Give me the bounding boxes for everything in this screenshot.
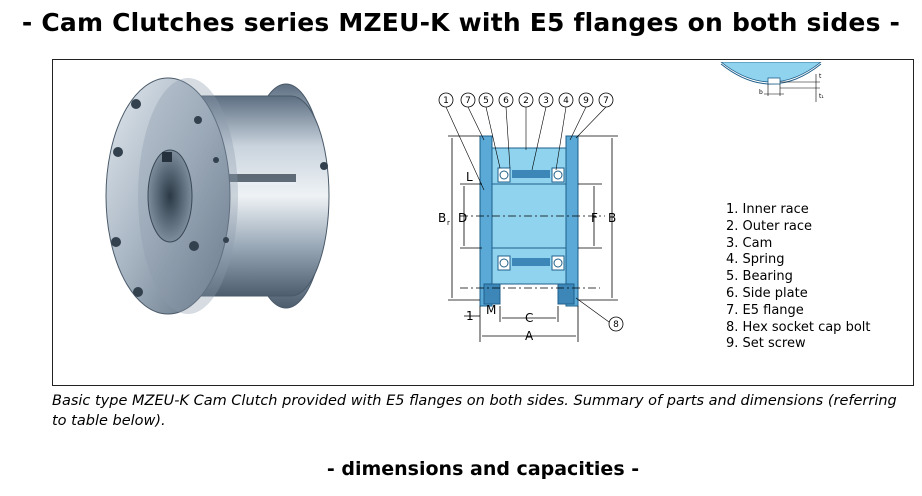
part-cam: 3. Cam (726, 235, 773, 251)
part-bearing: 5. Bearing (726, 269, 793, 285)
part-e5-flange: 7. E5 flange (726, 302, 804, 318)
callout-7a: 7 (465, 96, 471, 106)
dim-label-br-sub: r (447, 219, 450, 227)
parts-list: 1. Inner race 2. Outer race 3. Cam 4. Sp… (726, 202, 871, 353)
dim-label-b: B (608, 211, 616, 225)
dim-label-f: F (591, 211, 598, 225)
callout-6: 6 (503, 96, 509, 106)
section-drawing: 1 7 5 6 2 3 4 9 7 8 B r D L F B M C A 1 (438, 92, 624, 343)
dim-label-c: C (525, 311, 533, 325)
callout-5: 5 (483, 96, 489, 106)
dim-label-one: 1 (466, 309, 474, 323)
dim-label-d: D (458, 211, 467, 225)
dim-label-m: M (486, 303, 496, 317)
dim-label-a: A (525, 329, 534, 343)
detail-label-b: b (759, 89, 763, 96)
part-set-screw: 9. Set screw (726, 336, 806, 352)
part-inner-race: 1. Inner race (726, 202, 809, 217)
part-outer-race: 2. Outer race (726, 218, 813, 234)
callout-9: 9 (583, 96, 589, 106)
detail-label-t1: t₁ (819, 93, 824, 100)
part-side-plate: 6. Side plate (726, 285, 808, 301)
figure-caption: Basic type MZEU-K Cam Clutch provided wi… (52, 393, 897, 429)
drawing-body (460, 135, 605, 307)
section-heading: - dimensions and capacities - (326, 458, 640, 480)
keyway-detail-drawing: b t t₁ (720, 62, 824, 102)
dim-label-br: B (438, 211, 446, 225)
part-hex-socket-cap-bolt: 8. Hex socket cap bolt (726, 319, 871, 335)
callout-8: 8 (613, 320, 619, 330)
callout-3: 3 (543, 96, 549, 106)
callout-2: 2 (523, 96, 529, 106)
dim-label-l: L (466, 170, 473, 184)
callout-1: 1 (443, 96, 449, 106)
part-spring: 4. Spring (726, 252, 785, 268)
clutch-photo (105, 77, 330, 315)
detail-label-t: t (819, 73, 822, 80)
callout-4: 4 (563, 96, 569, 106)
page-title: - Cam Clutches series MZEU-K with E5 fla… (21, 8, 901, 37)
callout-7b: 7 (603, 96, 609, 106)
